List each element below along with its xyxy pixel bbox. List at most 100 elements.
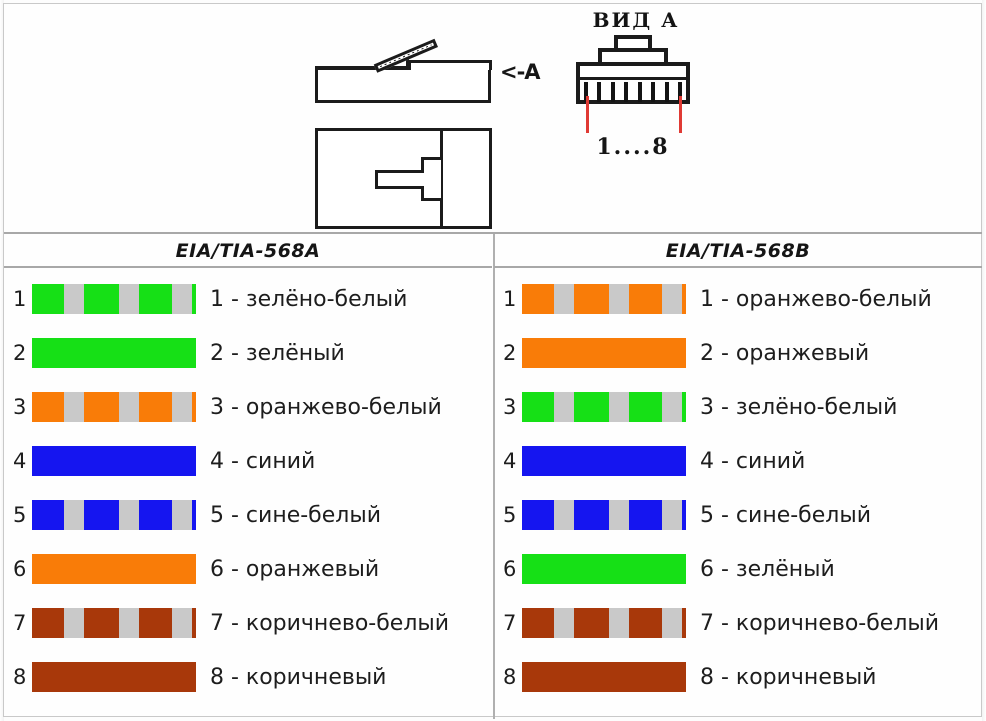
pin-8-leader-line: [679, 96, 682, 133]
wire-color-label: 6 - оранжевый: [210, 556, 380, 582]
wire-row: 1 1 - оранжево-белый: [494, 272, 982, 326]
wire-pin-number: 3: [13, 395, 27, 419]
wire-color-label: 5 - сине-белый: [210, 502, 382, 528]
wire-swatch-solid: [522, 338, 686, 368]
wire-swatch-striped: [32, 392, 196, 422]
wire-swatch-striped: [32, 284, 196, 314]
side-view-marker-label: <-A: [500, 60, 541, 84]
wire-row: 3 3 - оранжево-белый: [4, 380, 492, 434]
column-568b-rows: 1 1 - оранжево-белый 2 2 - оранжевый 3 3 - зе…: [494, 268, 982, 704]
column-separator: [493, 234, 495, 719]
wire-row: 6 6 - зелёный: [494, 542, 982, 596]
column-568b: EIA/TIA-568B 1 1 - оранжево-белый 2 2 - ора…: [494, 234, 982, 719]
wire-pin-number: 1: [13, 287, 27, 311]
column-568a: EIA/TIA-568A 1 1 - зелёно-белый 2 2 - зелён…: [4, 234, 492, 719]
wire-pin-number: 4: [503, 449, 517, 473]
keystone-divider: [440, 128, 443, 229]
rj45-pin-contacts: [584, 82, 682, 102]
wire-row: 7 7 - коричнево-белый: [4, 596, 492, 650]
view-a-label: ВИД А: [592, 8, 680, 32]
wire-color-label: 8 - коричневый: [210, 664, 387, 690]
wire-swatch-solid: [32, 662, 196, 692]
rj45-pin-6: [651, 82, 656, 102]
wire-swatch-solid: [522, 662, 686, 692]
column-568a-rows: 1 1 - зелёно-белый 2 2 - зелёный 3 3 - оранже…: [4, 268, 492, 704]
wire-row: 8 8 - коричневый: [4, 650, 492, 704]
wire-pin-number: 7: [13, 611, 27, 635]
page-right-edge: [982, 0, 986, 721]
column-568b-title: EIA/TIA-568B: [494, 234, 982, 268]
wire-swatch-solid: [32, 338, 196, 368]
column-568a-title: EIA/TIA-568A: [4, 234, 492, 268]
wire-swatch-striped: [522, 608, 686, 638]
wire-swatch-striped: [522, 392, 686, 422]
wire-pin-number: 2: [503, 341, 517, 365]
keystone-key-notch: [375, 157, 443, 201]
wire-swatch-solid: [522, 554, 686, 584]
rj45-pin-8: [677, 82, 682, 102]
wire-row: 5 5 - сине-белый: [4, 488, 492, 542]
wire-color-label: 6 - зелёный: [700, 556, 835, 582]
wire-pin-number: 8: [503, 665, 517, 689]
pin-1-leader-line: [586, 96, 589, 133]
wire-swatch-striped: [32, 500, 196, 530]
plug-latch-base: [408, 60, 492, 70]
rj45-pin-1: [584, 82, 588, 102]
wire-pin-number: 2: [13, 341, 27, 365]
wire-row: 2 2 - зелёный: [4, 326, 492, 380]
wire-swatch-striped: [32, 608, 196, 638]
plug-top-lip: [315, 66, 491, 72]
rj45-pin-2: [597, 82, 602, 102]
wire-pin-number: 7: [503, 611, 517, 635]
rj45-shell: [576, 62, 690, 104]
wire-color-label: 1 - зелёно-белый: [210, 286, 408, 312]
wire-pin-number: 6: [13, 557, 27, 581]
wire-color-label: 4 - синий: [700, 448, 806, 474]
wire-swatch-striped: [522, 500, 686, 530]
wire-swatch-solid: [522, 446, 686, 476]
wire-row: 4 4 - синий: [494, 434, 982, 488]
page-left-edge: [0, 0, 4, 721]
wire-color-label: 7 - коричнево-белый: [210, 610, 450, 636]
wire-row: 8 8 - коричневый: [494, 650, 982, 704]
wire-pin-number: 5: [13, 503, 27, 527]
wire-color-label: 3 - оранжево-белый: [210, 394, 442, 420]
wire-row: 7 7 - коричнево-белый: [494, 596, 982, 650]
rj45-pin-7: [664, 82, 669, 102]
notch-stem: [375, 170, 427, 189]
rj45-shell-line: [576, 77, 690, 80]
wire-color-label: 1 - оранжево-белый: [700, 286, 932, 312]
wire-color-label: 2 - зелёный: [210, 340, 345, 366]
pinout-table: EIA/TIA-568A 1 1 - зелёно-белый 2 2 - зелён…: [4, 232, 982, 719]
wire-pin-number: 3: [503, 395, 517, 419]
wire-row: 6 6 - оранжевый: [4, 542, 492, 596]
plug-body-shape: [315, 67, 491, 103]
rj45-latch-base: [598, 48, 668, 66]
notch-head-mask: [421, 173, 429, 186]
wire-swatch-solid: [32, 554, 196, 584]
wire-color-label: 8 - коричневый: [700, 664, 877, 690]
wire-color-label: 2 - оранжевый: [700, 340, 870, 366]
wire-swatch-solid: [32, 446, 196, 476]
rj45-pin-4: [624, 82, 629, 102]
wire-pin-number: 8: [13, 665, 27, 689]
wire-row: 3 3 - зелёно-белый: [494, 380, 982, 434]
wire-row: 1 1 - зелёно-белый: [4, 272, 492, 326]
wire-pin-number: 5: [503, 503, 517, 527]
rj45-pin-5: [637, 82, 642, 102]
pin-range-label: 1....8: [596, 134, 670, 160]
plug-latch-joint: [406, 54, 416, 70]
wire-pin-number: 4: [13, 449, 27, 473]
wire-pin-number: 1: [503, 287, 517, 311]
rj45-pin-3: [610, 82, 615, 102]
wire-color-label: 3 - зелёно-белый: [700, 394, 898, 420]
connector-illustrations: <-A ВИД А: [4, 4, 982, 232]
wire-row: 2 2 - оранжевый: [494, 326, 982, 380]
rj45-latch-tip: [614, 35, 652, 52]
wire-pin-number: 6: [503, 557, 517, 581]
wire-swatch-striped: [522, 284, 686, 314]
wire-color-label: 5 - сине-белый: [700, 502, 872, 528]
wire-color-label: 7 - коричнево-белый: [700, 610, 940, 636]
